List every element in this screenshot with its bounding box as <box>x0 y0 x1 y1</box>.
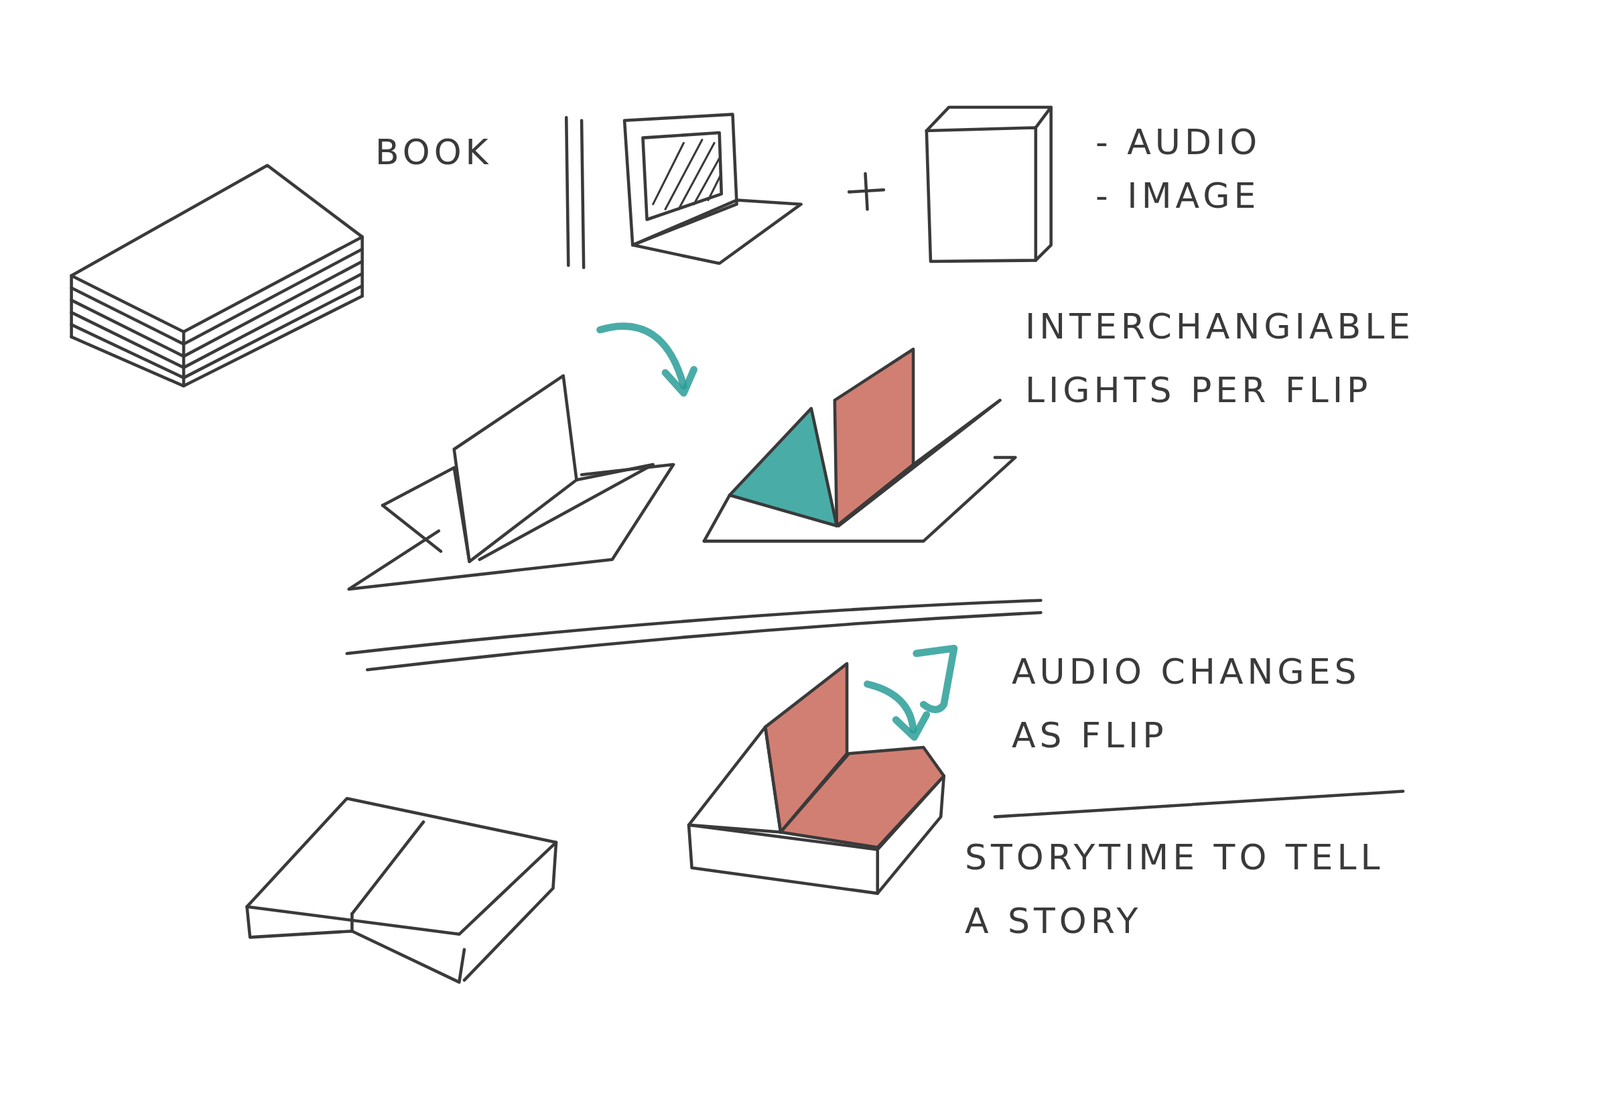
handwritten-note: BOOK <box>375 120 577 185</box>
handwritten-note: - IMAGE <box>1095 164 1377 228</box>
handwritten-note: STORYTIME TO TELL A STORY <box>964 825 1421 953</box>
handwritten-note: AUDIO CHANGES AS FLIP <box>1011 639 1428 768</box>
handwritten-note: INTERCHANGIABLE LIGHTS PER FLIP <box>1025 294 1508 423</box>
handwritten-note: - AUDIO <box>1095 110 1377 175</box>
